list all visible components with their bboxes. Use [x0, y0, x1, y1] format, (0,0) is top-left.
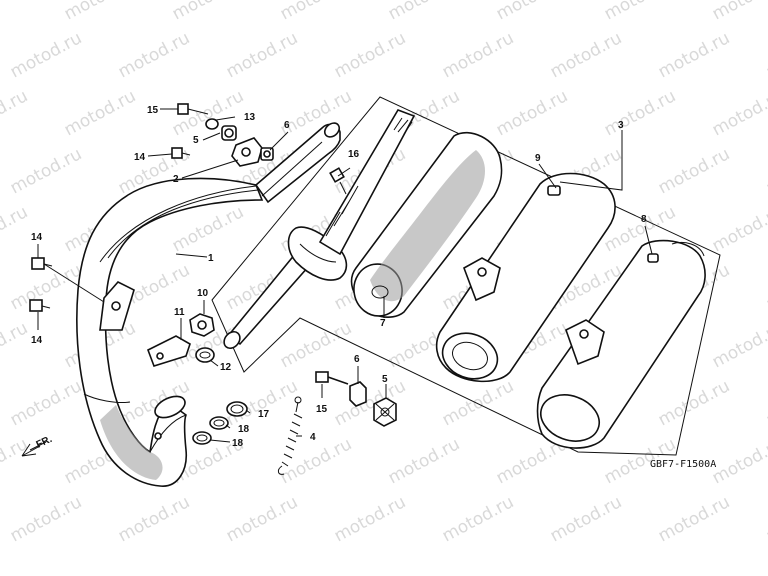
watermark-text: motod.ru	[439, 28, 517, 82]
watermark-text: motod.ru	[0, 318, 31, 372]
callout-14-top: 14	[134, 152, 146, 163]
expansion-chamber	[76, 122, 341, 487]
watermark-text: motod.ru	[709, 86, 768, 140]
watermark-text: motod.ru	[385, 434, 463, 488]
callout-18-upper: 18	[238, 424, 250, 435]
watermark-text: motod.ru	[763, 260, 768, 314]
front-arrow-icon	[21, 441, 47, 457]
watermark-text: motod.ru	[655, 376, 733, 430]
callout-7: 7	[380, 318, 386, 329]
watermark-text: motod.ru	[7, 492, 85, 546]
callout-11: 11	[174, 307, 185, 318]
callout-5-lower: 5	[382, 374, 388, 385]
watermark-text: motod.ru	[547, 28, 625, 82]
watermark-text: motod.ru	[601, 86, 679, 140]
watermark-text: motod.ru	[0, 434, 31, 488]
assembly-outline-3	[211, 96, 721, 456]
callout-6-top: 6	[284, 120, 290, 131]
watermark-text: motod.ru	[331, 376, 409, 430]
watermark-text: motod.ru	[331, 492, 409, 546]
silencer-inner-pipe	[223, 109, 416, 350]
watermark-text: motod.ru	[547, 492, 625, 546]
watermark-text: motod.ru	[115, 28, 193, 82]
silencer-packing	[350, 131, 503, 318]
silencer-cover	[536, 239, 706, 449]
diagram-code: GBF7-F1500A	[650, 459, 716, 470]
callout-2: 2	[173, 174, 179, 185]
watermark-text: motod.ru	[0, 202, 31, 256]
callout-18-lower: 18	[232, 438, 244, 449]
leader-lines	[37, 108, 653, 443]
callout-8: 8	[641, 214, 647, 225]
watermark-text: motod.ru	[493, 0, 571, 24]
watermark-text: motod.ru	[7, 260, 85, 314]
callout-6-lower: 6	[354, 354, 360, 365]
watermark-text: motod.ru	[439, 376, 517, 430]
callout-15-top: 15	[147, 105, 159, 116]
callout-3: 3	[618, 120, 624, 131]
callout-1: 1	[208, 253, 214, 264]
flange-hardware	[29, 103, 274, 312]
watermark-text: motod.ru	[331, 28, 409, 82]
watermark-text: motod.ru	[169, 0, 247, 24]
callout-17: 17	[258, 409, 270, 420]
watermark-text: motod.ru	[7, 144, 85, 198]
watermark-text: motod.ru	[763, 28, 768, 82]
watermark-text: motod.ru	[763, 376, 768, 430]
watermark-text: motod.ru	[277, 434, 355, 488]
watermark-text: motod.ru	[709, 202, 768, 256]
callout-14-bottom: 14	[31, 335, 43, 346]
watermark-text: motod.ru	[277, 0, 355, 24]
callout-10: 10	[197, 288, 209, 299]
watermark-text: motod.ru	[0, 0, 31, 24]
watermark-text: motod.ru	[655, 492, 733, 546]
watermark-text: motod.ru	[385, 0, 463, 24]
small-parts	[189, 313, 248, 445]
watermark-text: motod.ru	[709, 434, 768, 488]
watermark-text: motod.ru	[439, 492, 517, 546]
watermark-text: motod.ru	[709, 0, 768, 24]
watermark-text: motod.ru	[493, 86, 571, 140]
watermark-text: motod.ru	[601, 0, 679, 24]
callout-4: 4	[310, 432, 316, 443]
watermark-text: motod.ru	[115, 492, 193, 546]
watermark-text: motod.ru	[0, 86, 31, 140]
callout-5-top: 5	[193, 135, 199, 146]
watermark-text: motod.ru	[223, 492, 301, 546]
watermark-text: motod.ru	[7, 28, 85, 82]
watermark-text: motod.ru	[655, 28, 733, 82]
watermark-text: motod.ru	[655, 144, 733, 198]
watermark-text: motod.ru	[763, 144, 768, 198]
front-label: FR.	[35, 434, 54, 451]
callout-14-left: 14	[31, 232, 43, 243]
mount-bolt-set	[315, 371, 397, 427]
watermark-text: motod.ru	[7, 376, 85, 430]
watermark-text: motod.ru	[61, 0, 139, 24]
callout-12: 12	[220, 362, 232, 373]
silencer-body	[435, 172, 616, 383]
callout-16: 16	[348, 149, 360, 160]
watermark-text: motod.ru	[709, 318, 768, 372]
spring	[277, 396, 303, 475]
callout-9: 9	[535, 153, 541, 164]
watermark-text: motod.ru	[763, 492, 768, 546]
callout-15-lower: 15	[316, 404, 328, 415]
callout-13: 13	[244, 112, 256, 123]
watermark-text: motod.ru	[61, 86, 139, 140]
watermark-text: motod.ru	[223, 28, 301, 82]
